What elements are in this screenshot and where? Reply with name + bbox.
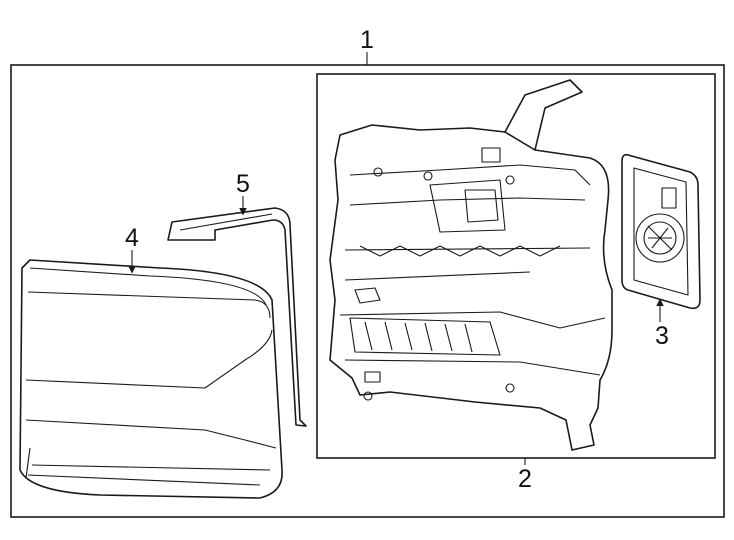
callout-3: 3: [655, 322, 669, 350]
callout-5: 5: [236, 170, 250, 198]
seal-part: [167, 207, 307, 427]
callout-4: 4: [125, 224, 139, 252]
lens-cover-part: [19, 259, 283, 499]
callout-2: 2: [518, 465, 532, 493]
callout-1: 1: [360, 26, 374, 54]
assembly-frame: [10, 64, 725, 518]
bulb-cover-part: [621, 153, 701, 310]
headlamp-housing-part: [329, 79, 613, 451]
headlamp-frame: [316, 73, 716, 459]
